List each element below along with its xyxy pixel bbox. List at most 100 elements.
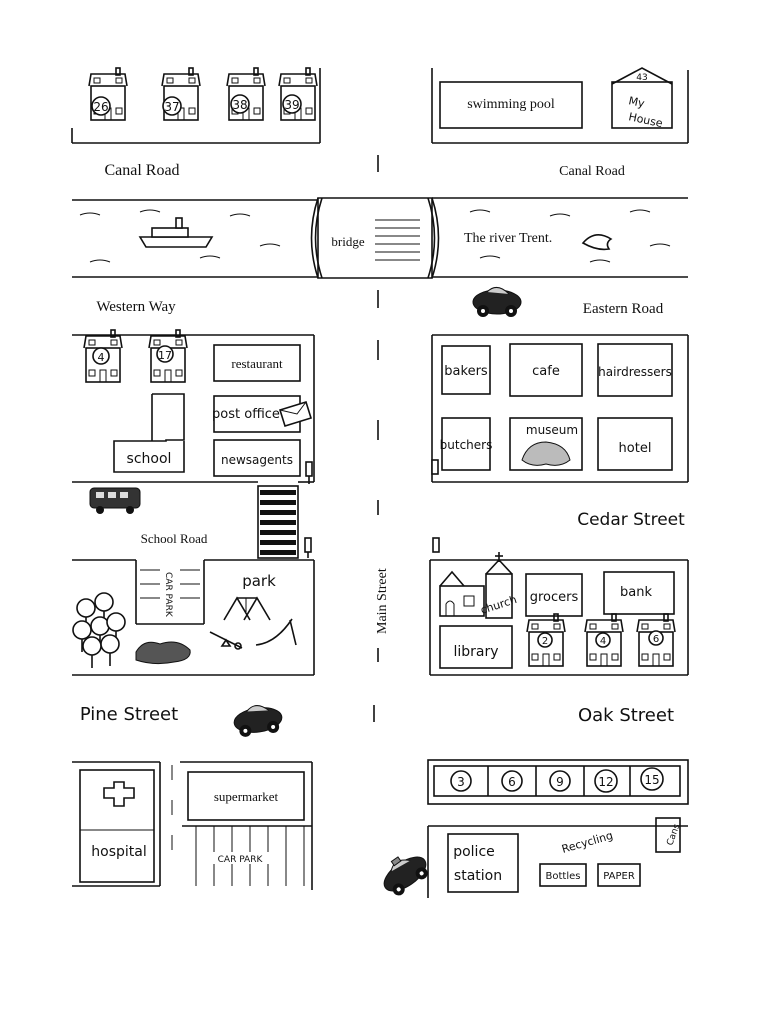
school-label: school <box>127 451 172 467</box>
street-label-canal-road: Canal Road <box>559 164 625 179</box>
police-label: police <box>453 844 495 860</box>
cafe-label: cafe <box>532 364 560 379</box>
newsagents <box>213 439 301 477</box>
envelope-icon <box>278 401 313 427</box>
street-label-school-road: School Road <box>141 531 208 546</box>
block-canal-left: 26 37 38 39 <box>71 67 321 144</box>
supermarket <box>187 771 305 821</box>
paper-bin <box>597 863 641 887</box>
police-station <box>447 833 519 893</box>
my-house-number: 43 <box>636 73 647 83</box>
street-label-western-way: Western Way <box>96 299 176 315</box>
cafe <box>509 343 583 397</box>
bakers <box>441 345 491 395</box>
bus-icon <box>89 487 141 514</box>
car-icon <box>472 286 522 318</box>
hairdressers-label: hairdressers <box>598 365 672 379</box>
house-icon-38 <box>226 67 266 121</box>
block-eastern-right: bakers cafe hairdressers butchers museum… <box>431 334 689 483</box>
museum-label: museum <box>526 423 578 437</box>
house-number: 12 <box>598 775 613 789</box>
swimming-pool <box>439 81 583 129</box>
grocers-label: grocers <box>530 590 579 605</box>
house-icon-39 <box>278 67 318 121</box>
house-number: 4 <box>98 351 105 364</box>
newsagents-label: newsagents <box>221 453 293 467</box>
my-house-label: My <box>627 94 646 110</box>
street-label-cedar-street: Cedar Street <box>577 510 685 530</box>
car-park-label: CAR PARK <box>163 572 173 618</box>
park-label: park <box>242 572 276 590</box>
bottles-bin <box>539 863 587 887</box>
house-number: 6 <box>508 775 516 789</box>
traffic-light-icon <box>431 459 439 475</box>
my-house-label: House <box>627 110 664 130</box>
street-label-eastern-road: Eastern Road <box>583 301 664 317</box>
hotel-label: hotel <box>619 441 652 456</box>
pond-icon <box>135 641 191 665</box>
house-number: 3 <box>457 775 465 789</box>
hotel <box>597 417 673 471</box>
street-label-canal-road: Canal Road <box>104 162 179 179</box>
butchers <box>441 417 491 471</box>
swimming-pool-label: swimming pool <box>467 97 555 112</box>
swing-icon <box>223 596 271 621</box>
block-oak-right: 3 6 9 12 15 police station Recycling Bot… <box>427 759 689 898</box>
cross-icon <box>103 781 135 807</box>
bottles-label: Bottles <box>546 871 581 882</box>
paper-label: PAPER <box>603 871 635 882</box>
library <box>439 625 513 669</box>
house-number: 9 <box>556 775 564 789</box>
block-cedar-right: church grocers bank library 2 4 6 <box>429 552 689 676</box>
bridge: bridge <box>310 197 440 279</box>
car-icon <box>231 701 285 739</box>
house-number: 26 <box>93 100 108 114</box>
seesaw-icon <box>209 631 243 650</box>
block-western-left: 4 17 restaurant post office school newsa… <box>72 329 315 484</box>
traffic-light-icon <box>304 537 312 558</box>
police-label: station <box>454 868 502 884</box>
slide-icon <box>255 618 297 646</box>
house-number: 6 <box>653 634 659 645</box>
my-house: 43 My House <box>611 67 673 130</box>
restaurant <box>213 344 301 382</box>
museum <box>509 417 583 471</box>
house-number: 37 <box>164 100 179 114</box>
supermarket-label: supermarket <box>214 789 279 804</box>
hospital-label: hospital <box>91 844 146 860</box>
fish-icon <box>581 234 613 251</box>
block-canal-right: swimming pool 43 My House <box>431 67 689 144</box>
bakers-label: bakers <box>444 364 488 379</box>
recycling-label: Recycling <box>560 829 614 856</box>
house-number: 4 <box>600 636 606 647</box>
zebra-crossing <box>257 485 299 559</box>
hospital <box>79 769 155 883</box>
library-label: library <box>453 644 498 660</box>
street-label-pine-street: Pine Street <box>80 704 178 725</box>
block-park: CAR PARK park <box>72 559 315 676</box>
butchers-label: butchers <box>440 438 493 452</box>
tree-icon <box>72 592 126 669</box>
house-number: 17 <box>158 349 172 362</box>
bridge-label: bridge <box>331 234 364 249</box>
house-number: 38 <box>232 98 247 112</box>
restaurant-label: restaurant <box>231 356 283 371</box>
block-pine-left: hospital supermarket CAR PARK <box>72 761 313 890</box>
house-number: 2 <box>542 636 548 647</box>
traffic-light-icon <box>305 461 313 484</box>
museum-statue-icon <box>521 441 571 466</box>
post-office-label: post office <box>212 407 280 422</box>
cans-bin <box>655 817 681 853</box>
house-number: 39 <box>284 98 299 112</box>
bank <box>603 571 675 615</box>
street-label-oak-street: Oak Street <box>578 705 674 726</box>
boat-icon <box>138 217 214 248</box>
river: The river Trent. bridge <box>72 197 688 279</box>
traffic-light-icon <box>432 537 440 553</box>
hairdressers <box>597 343 673 397</box>
river-label: The river Trent. <box>464 231 552 246</box>
car-park-label: CAR PARK <box>218 855 264 865</box>
church-icon: church <box>439 552 518 619</box>
house-number: 15 <box>644 773 659 787</box>
